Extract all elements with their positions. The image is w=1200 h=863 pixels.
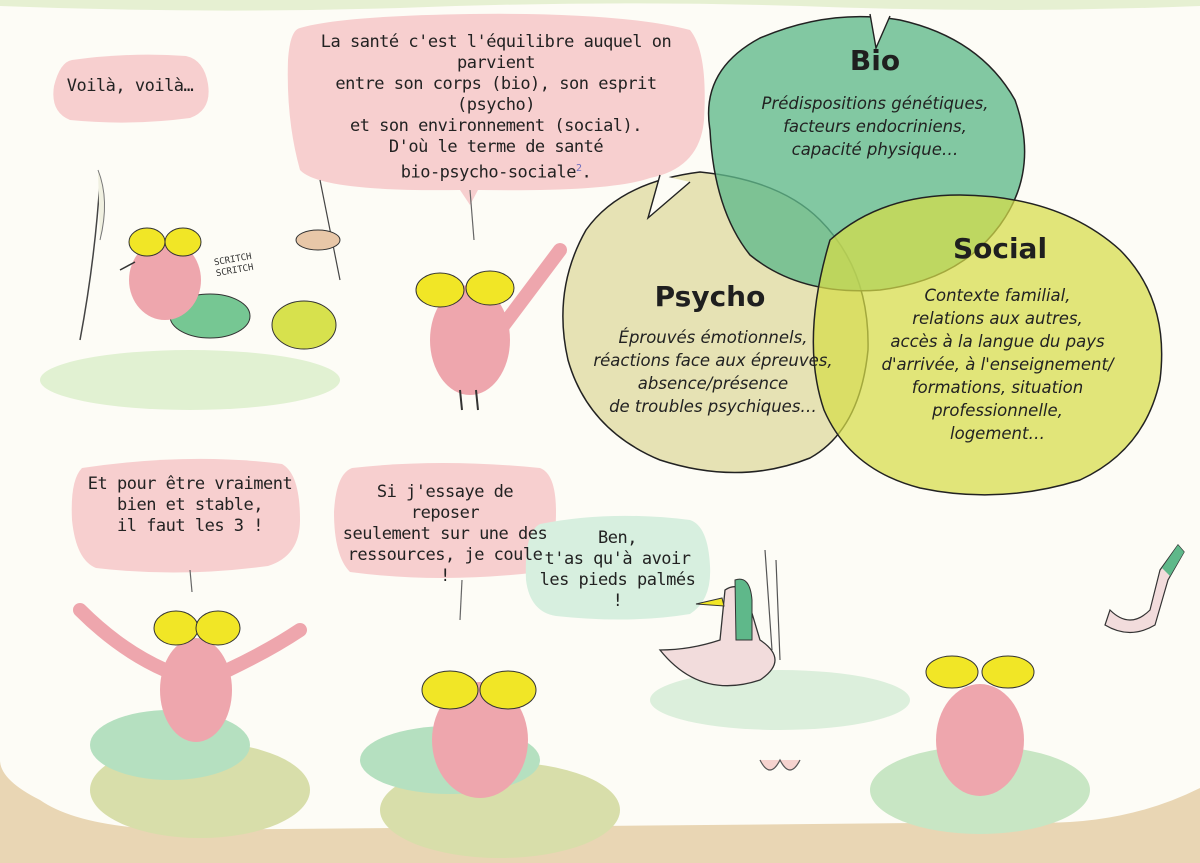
- bubble-duck-text: Ben, t'as qu'à avoir les pieds palmés !: [539, 528, 696, 611]
- owl-writing: [119, 227, 202, 320]
- venn-circle-social: [812, 194, 1163, 496]
- owl-balancing: [73, 603, 307, 742]
- venn-body-social: Contexte familial, relations aux autres,…: [881, 286, 1114, 443]
- duck-diving: [1104, 544, 1185, 634]
- venn-title-social: Social: [952, 232, 1048, 265]
- speech-bubble-voila: [53, 54, 209, 123]
- bubble-sink-text: Si j'essaye de reposer seulement sur une…: [342, 482, 548, 586]
- speech-bubble-duck: [525, 515, 711, 620]
- duck: [658, 578, 776, 687]
- definition-line-5-text: bio-psycho-sociale: [400, 162, 577, 183]
- venn-body-psycho: Éprouvés émotionnels, réactions face aux…: [593, 328, 833, 416]
- definition-line-5-end: .: [581, 162, 592, 183]
- definition-line-2: entre son corps (bio), son esprit (psych…: [335, 74, 657, 115]
- speech-bubble-definition: [287, 13, 705, 241]
- speech-bubble-three: [71, 458, 300, 593]
- venn-diagram: [562, 13, 1163, 496]
- definition-line-3: et son environnement (social).: [349, 116, 643, 136]
- venn-title-bio: Bio: [849, 44, 901, 77]
- owl-waving: [415, 243, 567, 411]
- venn-body-bio: Prédispositions génétiques, facteurs end…: [761, 94, 989, 159]
- definition-line-5: bio-psycho-sociale2.: [296, 158, 696, 184]
- owl-sulking: [925, 655, 1035, 796]
- bubble-three-text: Et pour être vraiment bien et stable, il…: [87, 474, 293, 536]
- pond-scene-bottom: [90, 549, 1090, 858]
- footnote-marker[interactable]: 2: [575, 163, 582, 174]
- bubble-definition-text: La santé c'est l'équilibre auquel on par…: [296, 32, 696, 184]
- venn-title-psycho: Psycho: [654, 280, 766, 313]
- definition-line-1: La santé c'est l'équilibre auquel on par…: [320, 32, 672, 73]
- speech-bubble-sink: [334, 463, 556, 621]
- owl-sinking: [421, 670, 537, 798]
- definition-line-4: D'où le terme de santé: [388, 137, 604, 157]
- bubble-voila-text: Voilà, voilà…: [66, 76, 194, 96]
